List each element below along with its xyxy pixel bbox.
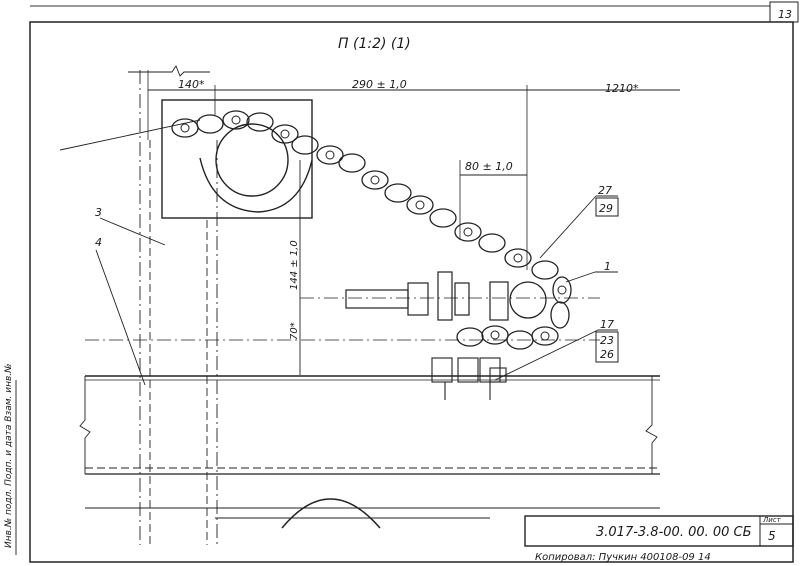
bracket-saddle: [199, 157, 313, 213]
dim-base-height: 70*: [289, 322, 300, 340]
bracket-plate: [161, 99, 313, 219]
footer-text: Копировал: Пучкин 400108-09 14: [535, 552, 711, 563]
roller-chain: [171, 110, 572, 350]
dim-span: 290 ± 1,0: [352, 78, 407, 91]
screw-rod: [345, 289, 409, 309]
nut-2: [437, 271, 453, 321]
break-line-left: [79, 376, 91, 474]
box-23-26: [595, 331, 619, 363]
drawing-designation: 3.017-3.8-00. 00. 00 СБ: [596, 525, 752, 540]
nut-1: [407, 282, 429, 316]
support-arc: [281, 498, 381, 529]
dim-pitch: 80 ± 1,0: [465, 160, 513, 173]
callout-26: 26: [600, 348, 614, 361]
view-label: П (1:2) (1): [338, 36, 411, 52]
sprocket-hub: [509, 281, 547, 319]
title-block: [524, 515, 794, 547]
dim-height: 144 ± 1,0: [289, 240, 300, 290]
callout-1: 1: [604, 260, 611, 273]
chain-pins: [180, 115, 567, 341]
callout-4: 4: [95, 236, 102, 249]
clamp-body: [489, 281, 509, 321]
break-line-top: [128, 65, 210, 77]
callout-23: 23: [600, 334, 614, 347]
box-29: [595, 197, 619, 217]
sheet-number-box: [769, 1, 799, 23]
leader-17: [494, 329, 599, 381]
leader-1: [565, 271, 596, 283]
leader-3: [99, 217, 166, 246]
leader-4: [95, 249, 146, 386]
callout-27: 27: [598, 184, 612, 197]
bolts: [431, 357, 507, 400]
shaft-circle: [215, 123, 289, 197]
margin-column-text: Инв.№ подл. Подп. и дата Взам. инв.№: [4, 363, 14, 548]
dim-right-offset: 1210*: [605, 82, 639, 95]
leader-27: [539, 195, 597, 259]
sheet-number: 13: [778, 8, 792, 21]
sheet-value: 5: [768, 529, 776, 543]
callout-29: 29: [599, 202, 613, 215]
callout-17: 17: [600, 318, 614, 331]
dim-left-offset: 140*: [178, 78, 205, 91]
sheet-label: Лист: [762, 516, 782, 524]
bracket-axis-h: [59, 119, 201, 151]
sheet-frame: [29, 21, 794, 563]
callout-3: 3: [95, 206, 102, 219]
break-line-right: [645, 376, 658, 474]
nut-3: [454, 282, 470, 316]
